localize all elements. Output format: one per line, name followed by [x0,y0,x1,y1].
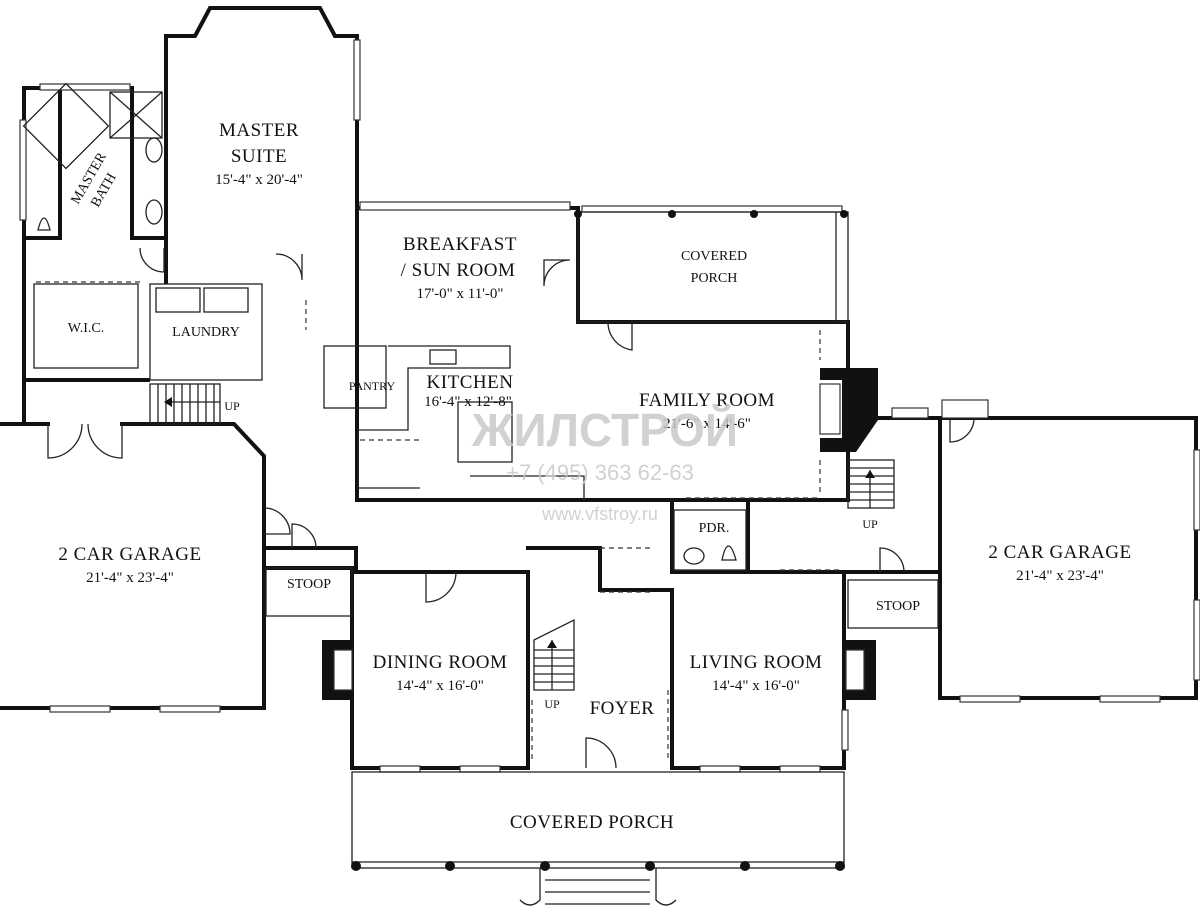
rear-porch-label: COVERED [681,249,747,264]
watermark: ЖИЛСТРОЙ +7 (495) 363 62-63 www.vfstroy.… [471,404,738,524]
stairs-foyer [533,618,575,691]
dining-room-size: 14'-4" x 16'-0" [396,678,484,694]
watermark-brand: ЖИЛСТРОЙ [471,404,738,456]
kitchen-counters [357,345,585,500]
living-room-label: LIVING ROOM [690,652,823,673]
garage-right-label: 2 CAR GARAGE [988,542,1131,563]
stairs-laundry [149,383,221,425]
stoop-left-label: STOOP [287,577,331,592]
pdr-label: PDR. [699,521,730,536]
stair-up-foyer: UP [544,697,560,711]
master-suite-size: 15'-4" x 20'-4" [215,172,303,188]
foyer-label: FOYER [590,698,655,719]
stair-up-laundry: UP [224,399,240,413]
rear-porch-label-2: PORCH [691,271,738,286]
breakfast-label-2: / SUN ROOM [401,260,516,281]
living-room-size: 14'-4" x 16'-0" [712,678,800,694]
breakfast-label: BREAKFAST [403,234,517,255]
rear-porch-structure [574,210,849,323]
kitchen-size: 16'-4" x 12'-8" [424,394,512,410]
master-suite-label-2: SUITE [231,146,287,167]
garage-right-size: 21'-4" x 23'-4" [1016,568,1104,584]
stoop-right-label: STOOP [876,599,920,614]
garage-left-size: 21'-4" x 23'-4" [86,570,174,586]
laundry-appliances [155,287,249,313]
exterior-walls [0,6,1198,770]
doors [47,247,975,769]
watermark-phone: +7 (495) 363 62-63 [506,460,694,485]
dining-room-label: DINING ROOM [373,652,508,673]
stairs-right [847,459,895,509]
bath-fixtures [22,82,737,565]
interior-partitions [33,281,939,760]
garage-left-label: 2 CAR GARAGE [58,544,201,565]
front-porch-label: COVERED PORCH [510,812,674,833]
family-room-label: FAMILY ROOM [639,390,775,411]
laundry-label: LAUNDRY [172,325,240,340]
family-room-size: 21'-6" x 14'-6" [663,416,751,432]
stair-up-right: UP [862,517,878,531]
master-suite-label: MASTER [219,120,299,141]
wic-label: W.I.C. [68,321,104,336]
breakfast-size: 17'-0" x 11'-0" [416,286,503,302]
kitchen-label: KITCHEN [427,372,514,393]
pantry-label: PANTRY [349,379,396,393]
front-porch-structure [351,771,845,906]
fireplaces [322,368,878,700]
watermark-site: www.vfstroy.ru [541,504,658,524]
